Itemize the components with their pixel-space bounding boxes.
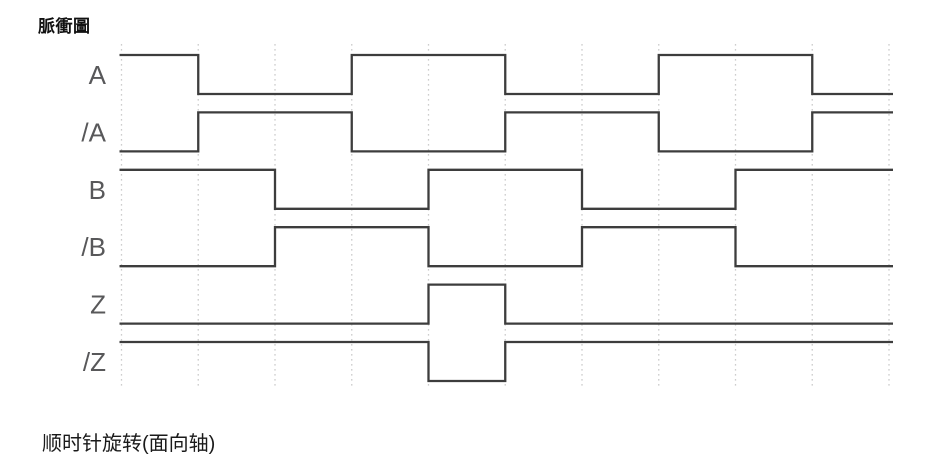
signal-label-nb: /B (81, 232, 106, 262)
gridlines (120, 44, 890, 386)
waveform-na (119, 111, 893, 153)
caption: 顺时针旋转(面向轴) (42, 433, 216, 455)
waveform-nz (119, 340, 893, 383)
signal-label-nz: /Z (83, 347, 106, 377)
waveform-nb (119, 226, 893, 268)
waveform-a (119, 53, 893, 96)
signal-label-z: Z (90, 290, 106, 320)
signal-label-a: A (89, 60, 107, 90)
page-title: 脈衝圖 (38, 17, 91, 36)
signal-label-na: /A (81, 117, 106, 147)
signal-label-b: B (89, 175, 106, 205)
waveform-z (119, 283, 893, 325)
waveform-b (119, 168, 893, 210)
